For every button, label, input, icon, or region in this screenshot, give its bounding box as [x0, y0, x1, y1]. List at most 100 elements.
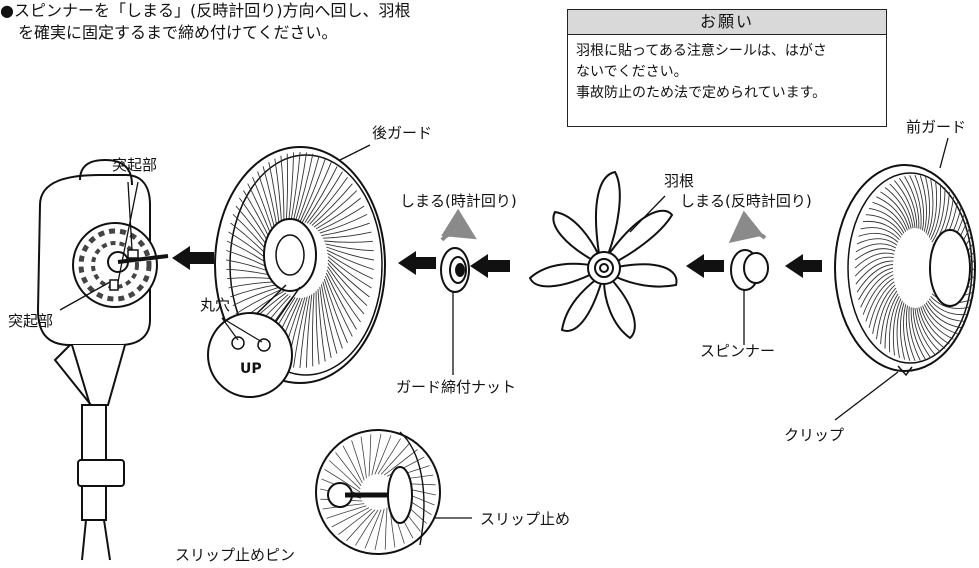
guard-wire [931, 187, 946, 243]
guard-wire [317, 289, 326, 362]
guard-wire [315, 197, 361, 230]
guard-wire [327, 266, 365, 315]
guard-wire [329, 460, 361, 490]
slip-stop-detail [315, 429, 441, 555]
guard-wire [865, 214, 903, 236]
guard-wire [297, 155, 320, 223]
guard-wire [872, 284, 896, 334]
notice-title: お願い [568, 10, 886, 35]
guard-wire [371, 434, 382, 476]
guard-wire [294, 153, 314, 223]
guard-wire [918, 307, 946, 349]
guard-wire [322, 231, 372, 239]
guard-wire [374, 508, 385, 550]
guard-wire [319, 286, 332, 358]
label-protrusion-bottom: 突起部 [8, 312, 54, 330]
guard-wire [855, 260, 894, 285]
guard-wire [854, 248, 896, 261]
guard-wire [925, 302, 962, 329]
guard-wire [309, 177, 348, 225]
guard-wire [927, 300, 965, 322]
guard-wire [854, 252, 895, 269]
label-protrusion-top: 突起部 [112, 156, 158, 174]
guard-wire [858, 267, 894, 301]
arrow-5 [785, 254, 822, 278]
guard-wire [384, 507, 388, 550]
guard-wire [302, 162, 332, 223]
notice-line-3: 事故防止のため法で定められています。 [576, 85, 827, 101]
label-tighten-ccw: しまる(反時計回り) [680, 192, 812, 210]
guard-wire [889, 183, 914, 229]
guard-wire [919, 175, 927, 232]
label-guard-nut: ガード締付ナット [396, 378, 517, 396]
guard-wire [896, 300, 903, 358]
instruction-text: ●スピンナーを「しまる」(反時計回り)方向へ回し、羽根 を確実に固定するまで締め… [0, 0, 410, 44]
guard-wire [324, 275, 353, 337]
label-up-mark: UP [240, 361, 262, 377]
label-slip-stop: スリップ止め [480, 510, 571, 528]
guard-wire [927, 178, 934, 236]
guard-wire [331, 507, 370, 528]
guard-wire [325, 272, 357, 330]
guard-wire [235, 288, 283, 315]
guard-wire [876, 196, 908, 231]
label-round-hole: 丸穴 [200, 296, 231, 314]
guard-wire [884, 293, 899, 349]
guard-wire [923, 304, 958, 335]
guard-wire [355, 509, 379, 546]
instruction-line-1: ●スピンナーを「しまる」(反時計回り)方向へ回し、羽根 [0, 1, 411, 20]
guard-wire [326, 505, 367, 519]
notice-line-1: 羽根に貼ってある注意シールは、はがさ [576, 43, 827, 59]
guard-wire [335, 452, 362, 487]
guard-wire [364, 509, 382, 549]
notice-line-2: ないでください。 [576, 64, 688, 80]
guard-wire [326, 246, 375, 261]
guard-wire [860, 271, 894, 308]
guard-wire [293, 296, 308, 368]
arrow-2 [398, 251, 436, 275]
guard-wire [909, 175, 922, 230]
guard-wire [368, 434, 372, 477]
guard-wire [876, 287, 897, 340]
guard-wire [305, 294, 313, 368]
guard-wire [325, 243, 374, 252]
guard-wire [910, 307, 926, 360]
guard-wire [306, 171, 343, 224]
guard-wire [320, 284, 338, 354]
arrow-3 [470, 254, 510, 278]
guard-wire [905, 305, 916, 362]
guard-wire [360, 436, 367, 479]
guard-wire [327, 263, 368, 307]
guard-wire [326, 269, 361, 323]
guard-wire [324, 240, 373, 243]
label-tighten-cw: しまる(時計回り) [400, 192, 517, 210]
label-spinner: スピンナー [700, 342, 776, 360]
arrow-1 [172, 246, 214, 270]
guard-wire [908, 306, 921, 361]
guard-wire [928, 180, 938, 238]
guard-wire [872, 201, 907, 232]
guard-wire [884, 187, 912, 229]
guard-wire [904, 176, 920, 229]
guard-wire [858, 232, 899, 243]
round-hole-magnifier [207, 312, 293, 398]
guard-wire [351, 440, 365, 481]
front-guard [834, 137, 976, 421]
guard-wire [313, 190, 358, 228]
guard-wire [377, 438, 401, 475]
guard-wire [856, 238, 898, 246]
label-slip-stop-pin: スリップ止めピン [175, 546, 296, 564]
label-blade: 羽根 [664, 172, 695, 190]
guard-wire [894, 180, 916, 229]
guard-wire [920, 306, 950, 345]
label-clip: クリップ [784, 426, 845, 444]
guard-wire [892, 298, 902, 356]
notice-box: お願い 羽根に貼ってある注意シールは、はがさ ないでください。 事故防止のため法… [567, 9, 887, 127]
guard-wire [289, 151, 301, 225]
guard-wire [327, 256, 372, 289]
guard-wire [327, 259, 370, 298]
fan-blade [528, 170, 678, 340]
guard-wire [930, 183, 942, 240]
guard-wire [315, 291, 320, 365]
